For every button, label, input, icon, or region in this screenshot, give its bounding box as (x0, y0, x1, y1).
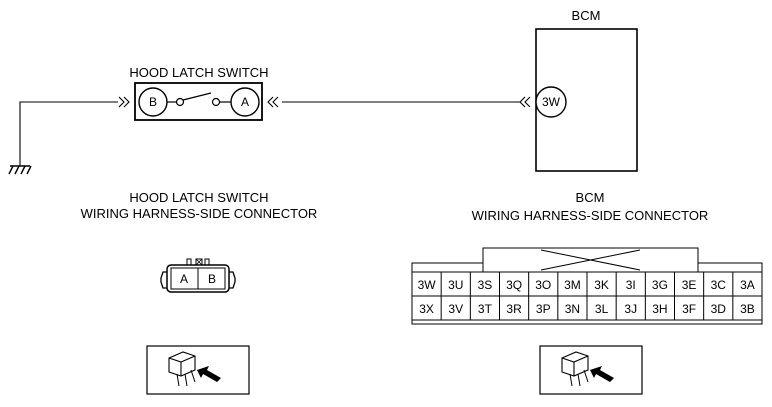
hood-connector-face (160, 258, 236, 293)
bcm-terminal-label: 3W (542, 95, 561, 109)
hood-switch-title: HOOD LATCH SWITCH (129, 65, 268, 80)
bcm-pin-3p: 3P (536, 302, 551, 316)
connector-chevron-bcm (519, 96, 531, 108)
connector-chevron-hood-b (118, 96, 130, 108)
bcm-terminal-circle (535, 86, 567, 118)
hood-connector-title: HOOD LATCH SWITCH (129, 190, 268, 205)
bcm-pin-3i: 3I (626, 278, 636, 292)
bcm-pin-3x: 3X (419, 302, 434, 316)
connector-view-icon-right (539, 345, 643, 395)
hood-terminal-b-label: B (149, 95, 157, 109)
hood-terminal-a-label: A (241, 95, 249, 109)
bcm-pin-3k: 3K (594, 278, 609, 292)
bcm-pin-3n: 3N (565, 302, 580, 316)
bcm-pin-3l: 3L (595, 302, 609, 316)
ground-icon (8, 165, 32, 175)
bcm-connector-title: BCM (576, 190, 605, 205)
bcm-pin-3o: 3O (535, 278, 551, 292)
hood-connector-pin-a: A (180, 272, 188, 286)
bcm-pin-3a: 3A (740, 278, 755, 292)
connector-chevron-hood-a (267, 96, 279, 108)
hood-connector-pin-b: B (208, 272, 216, 286)
bcm-pin-3m: 3M (564, 278, 581, 292)
hood-connector-subtitle: WIRING HARNESS-SIDE CONNECTOR (81, 206, 318, 221)
switch-contact-icon (167, 92, 231, 107)
hood-switch-box (134, 82, 263, 121)
bcm-pin-3s: 3S (478, 278, 493, 292)
bcm-pin-3e: 3E (682, 278, 697, 292)
bcm-pin-3j: 3J (624, 302, 637, 316)
bcm-pin-3r: 3R (506, 302, 522, 316)
bcm-pin-3q: 3Q (506, 278, 522, 292)
connector-view-icon-left (146, 345, 250, 395)
bcm-connector-subtitle: WIRING HARNESS-SIDE CONNECTOR (472, 208, 709, 223)
bcm-title: BCM (572, 8, 601, 23)
bcm-pin-3u: 3U (448, 278, 463, 292)
bcm-pin-3b: 3B (740, 302, 755, 316)
bcm-pin-3f: 3F (682, 302, 696, 316)
bcm-connector-cells: 3W 3U 3S 3Q 3O 3M 3K 3I 3G 3E 3C 3A 3X 3V 3T 3R 3P 3N 3L 3J… (418, 272, 755, 320)
wire-switch-to-ground (19, 101, 118, 166)
bcm-pin-3w: 3W (418, 278, 437, 292)
bcm-pin-3c: 3C (711, 278, 727, 292)
bcm-pin-3v: 3V (448, 302, 463, 316)
bcm-pin-3d: 3D (711, 302, 727, 316)
bcm-pin-3t: 3T (478, 302, 493, 316)
bcm-pin-3h: 3H (652, 302, 667, 316)
bcm-pin-3g: 3G (652, 278, 668, 292)
